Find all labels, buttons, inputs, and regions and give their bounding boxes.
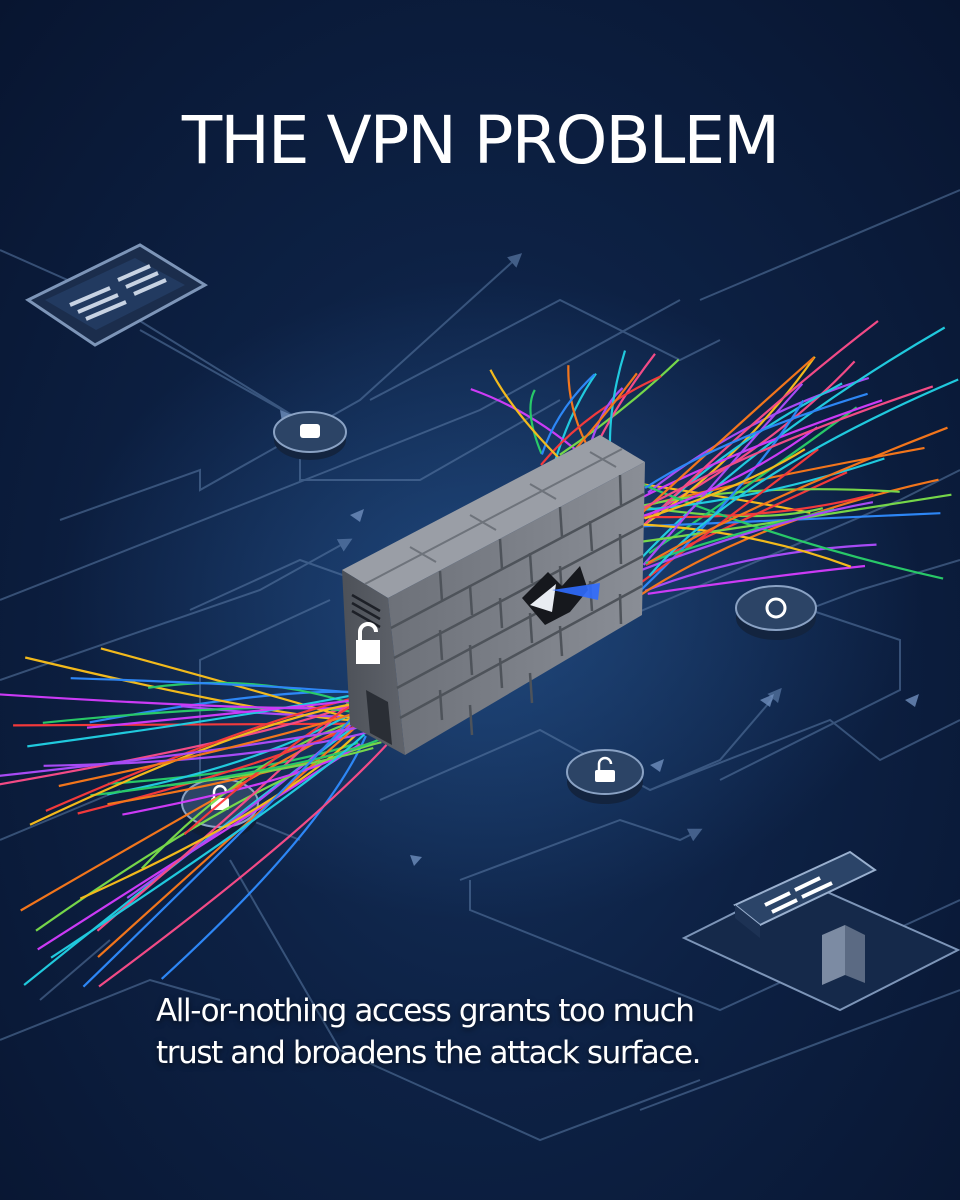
server-icon — [681, 850, 960, 1012]
data-stream-right — [629, 501, 874, 576]
data-streams — [0, 320, 959, 988]
data-stream-right — [631, 426, 818, 521]
data-stream-left — [107, 741, 359, 785]
headline: THE VPN PROBLEM — [181, 102, 780, 179]
data-stream-right — [648, 406, 858, 555]
data-stream-right — [632, 479, 944, 580]
node-icon — [273, 411, 347, 460]
data-stream-left — [126, 712, 365, 899]
data-stream-right — [647, 426, 948, 564]
data-stream-left — [160, 735, 367, 980]
data-stream-left — [96, 690, 360, 932]
data-stream-left — [37, 744, 359, 951]
data-stream-top — [470, 388, 583, 456]
data-stream-left — [90, 735, 386, 797]
data-stream-top — [540, 373, 596, 455]
data-stream-top — [552, 372, 597, 467]
caption-line-1: All-or-nothing access grants too much — [156, 993, 695, 1029]
streams-right — [629, 320, 959, 599]
data-stream-left — [27, 693, 359, 748]
firewall-icon — [342, 435, 645, 755]
lock-icon — [566, 749, 644, 804]
data-stream-right — [638, 448, 819, 585]
data-stream-right — [631, 326, 946, 569]
data-stream-left — [106, 710, 356, 796]
data-stream-right — [642, 383, 804, 566]
data-stream-left — [20, 708, 378, 912]
data-stream-right — [638, 399, 883, 500]
caption: All-or-nothing access grants too much tr… — [156, 990, 836, 1074]
data-stream-left — [141, 713, 380, 870]
data-stream-top — [489, 369, 562, 461]
monitor-icon — [25, 243, 208, 347]
data-stream-right — [644, 543, 877, 592]
node-icon — [735, 585, 817, 640]
data-stream-top — [559, 358, 680, 456]
data-stream-right — [629, 320, 879, 540]
data-stream-right — [638, 385, 934, 512]
wall-lock-icon — [356, 640, 380, 664]
data-stream-left — [147, 681, 365, 709]
data-stream-right — [647, 564, 866, 595]
data-stream-top — [529, 389, 543, 455]
data-stream-left — [86, 698, 359, 729]
caption-line-2: trust and broadens the attack surface. — [156, 1035, 702, 1071]
data-stream-right — [644, 448, 806, 520]
circuit-arrows — [280, 410, 919, 866]
data-stream-top — [540, 375, 662, 466]
data-stream-right — [644, 392, 868, 489]
data-stream-right — [642, 523, 852, 568]
data-stream-left — [50, 733, 366, 959]
data-stream-left — [122, 743, 361, 816]
data-stream-right — [639, 493, 952, 544]
data-stream-left — [98, 744, 388, 988]
data-stream-right — [631, 457, 885, 512]
data-stream-right — [631, 493, 874, 519]
